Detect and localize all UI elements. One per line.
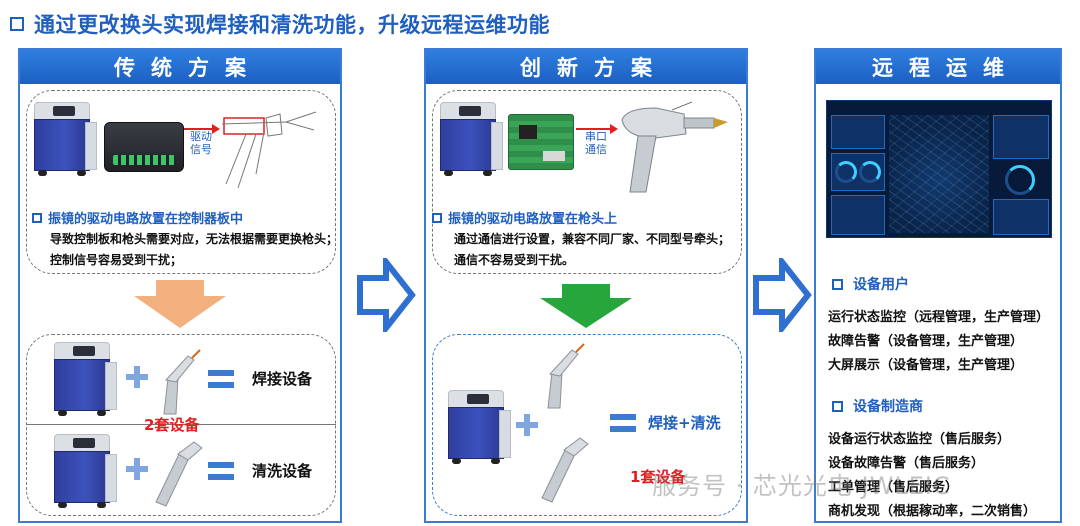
down-arrow-green-icon bbox=[540, 284, 632, 328]
bullet-square-icon bbox=[32, 212, 42, 223]
traditional-note-title-text: 振镜的驱动电路放置在控制器板中 bbox=[48, 212, 244, 227]
maker-item-3: 工单管理（售后服务） bbox=[828, 480, 959, 495]
laser-machine-icon bbox=[54, 434, 117, 508]
headline: 通过更改换头实现焊接和清洗功能，升级远程运维功能 bbox=[10, 8, 550, 40]
user-item-1: 运行状态监控（远程管理，生产管理） bbox=[828, 310, 1050, 325]
laser-machine-icon bbox=[34, 102, 97, 176]
maker-item-2: 设备故障告警（售后服务） bbox=[828, 456, 985, 471]
user-section-title: 设备用户 bbox=[832, 274, 909, 294]
traditional-note-line-2: 控制信号容易受到干扰； bbox=[50, 253, 183, 267]
innovative-note-title-text: 振镜的驱动电路放置在枪头上 bbox=[448, 212, 618, 227]
device-count-label: 1套设备 bbox=[630, 468, 686, 486]
drive-signal-arrow bbox=[184, 124, 220, 134]
innovative-result-box bbox=[432, 334, 742, 516]
dashboard-map bbox=[889, 115, 989, 233]
panel-innovative: 创新方案 串口 通信 振镜的驱动电路放置在枪头上 通过通信进行设置，兼容不同厂家… bbox=[424, 48, 748, 523]
traditional-result-box bbox=[26, 334, 336, 516]
equals-icon bbox=[208, 370, 234, 388]
traditional-diagram-box bbox=[26, 90, 336, 274]
weld-device-label: 焊接设备 bbox=[252, 370, 313, 388]
innovative-note-title: 振镜的驱动电路放置在枪头上 bbox=[432, 208, 617, 227]
panel-innovative-title: 创新方案 bbox=[426, 50, 746, 84]
dashboard-ring bbox=[1005, 165, 1035, 195]
bullet-square-icon bbox=[432, 212, 442, 223]
device-count-label: 2套设备 bbox=[144, 416, 200, 434]
user-item-2: 故障告警（设备管理，生产管理） bbox=[828, 334, 1024, 349]
cleaning-gun-icon bbox=[541, 437, 589, 503]
panel-traditional: 传统方案 驱动 信号 振镜的驱动电路放置在控制器板中 导致控制板和枪头需要对应，… bbox=[18, 48, 342, 523]
control-board-icon bbox=[508, 114, 574, 170]
controller-box-icon bbox=[104, 122, 184, 172]
serial-comm-arrow bbox=[576, 124, 618, 134]
welding-gun-icon bbox=[547, 343, 585, 409]
laser-machine-icon bbox=[448, 390, 511, 464]
dashboard-card bbox=[993, 199, 1049, 235]
user-section-title-text: 设备用户 bbox=[853, 277, 909, 293]
plus-icon bbox=[516, 414, 538, 436]
panel-remote-title: 远程运维 bbox=[816, 50, 1060, 84]
maker-item-1: 设备运行状态监控（售后服务） bbox=[828, 432, 1011, 447]
panel-traditional-title: 传统方案 bbox=[20, 50, 340, 84]
laser-machine-icon bbox=[440, 102, 503, 176]
drive-signal-label: 驱动 信号 bbox=[190, 130, 212, 156]
dashboard-ring bbox=[859, 161, 881, 183]
maker-section-title: 设备制造商 bbox=[832, 396, 923, 416]
dashboard-header bbox=[827, 101, 1051, 111]
right-arrow-icon bbox=[357, 258, 416, 332]
right-arrow-icon bbox=[753, 258, 812, 332]
gun-sketch-icon bbox=[221, 111, 317, 189]
traditional-note-title: 振镜的驱动电路放置在控制器板中 bbox=[32, 208, 243, 227]
checkbox-square-icon bbox=[10, 17, 24, 31]
plus-icon bbox=[126, 458, 148, 480]
maker-item-4: 商机发现（根据稼动率，二次销售） bbox=[828, 504, 1037, 519]
bullet-square-icon bbox=[832, 400, 843, 412]
bullet-square-icon bbox=[832, 278, 843, 290]
laser-machine-icon bbox=[54, 342, 117, 416]
maker-section-title-text: 设备制造商 bbox=[853, 399, 923, 415]
cleaning-gun-icon bbox=[155, 441, 203, 507]
panel-remote: 远程运维 设备用户 运行状态监控（远程管理，生产管理） 故障告警（设备管理，生产… bbox=[814, 48, 1062, 523]
equals-icon bbox=[208, 462, 234, 480]
innovative-diagram-box bbox=[432, 90, 742, 274]
dashboard-card bbox=[993, 115, 1049, 159]
dashboard-ring bbox=[835, 161, 857, 183]
user-item-3: 大屏展示（设备管理，生产管理） bbox=[828, 358, 1024, 373]
plus-icon bbox=[126, 366, 148, 388]
down-arrow-orange-icon bbox=[134, 280, 226, 328]
serial-comm-label: 串口 通信 bbox=[585, 130, 607, 156]
combo-device-label: 焊接+清洗 bbox=[648, 414, 721, 432]
traditional-note-line-1: 导致控制板和枪头需要对应，无法根据需要更换枪头； bbox=[50, 232, 339, 246]
laser-gun-icon bbox=[621, 101, 728, 193]
innovative-note-line-1: 通过通信进行设置，兼容不同厂家、不同型号牵头； bbox=[454, 232, 731, 246]
clean-device-label: 清洗设备 bbox=[252, 462, 313, 480]
divider bbox=[26, 424, 336, 425]
watermark: 服务号 · 芯光光电 JWLEIC bbox=[652, 472, 951, 500]
welding-gun-icon bbox=[163, 349, 201, 415]
headline-text: 通过更改换头实现焊接和清洗功能，升级远程运维功能 bbox=[34, 13, 550, 37]
dashboard-card bbox=[831, 195, 885, 235]
dashboard-card bbox=[831, 115, 885, 149]
innovative-note-line-2: 通信不容易受到干扰。 bbox=[454, 253, 575, 267]
equals-icon bbox=[610, 414, 636, 432]
dashboard-screenshot bbox=[826, 100, 1052, 238]
